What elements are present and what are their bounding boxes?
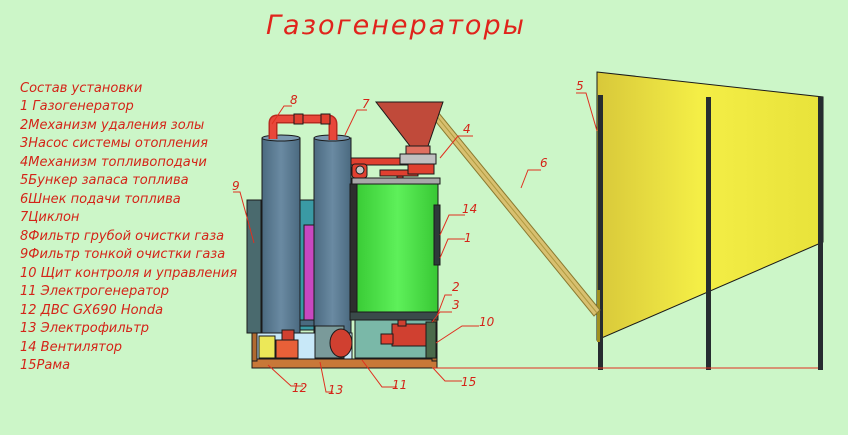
diagram-title: Газогенераторы (266, 10, 526, 41)
fuel-feed-hopper (374, 101, 444, 175)
coarse-gas-filter (261, 134, 352, 336)
legend-item: 6Шнек подачи топлива (20, 192, 181, 207)
legend-item: 7Циклон (20, 210, 80, 225)
legend-item: 9Фильтр тонкой очистки газа (20, 247, 225, 262)
legend-item: 15Рама (20, 358, 70, 373)
legend-heading: Состав установки (20, 81, 142, 96)
legend-item: 1 Газогенератор (20, 99, 134, 114)
callout-14: 14 (462, 202, 477, 216)
callout-3: 3 (452, 298, 460, 312)
callout-2: 2 (452, 280, 460, 294)
legend-item: 10 Щит контроля и управления (20, 266, 237, 281)
callout-15: 15 (461, 375, 476, 389)
callout-9: 9 (232, 179, 240, 193)
callout-5: 5 (576, 79, 584, 93)
engine-generator (256, 325, 353, 360)
callout-leaders (233, 92, 818, 393)
legend-item: 3Насос системы отопления (20, 136, 208, 151)
ash-removal-unit (349, 311, 439, 359)
callout-numbers: 1 2 3 4 5 6 7 8 9 10 11 12 13 14 15 (232, 79, 584, 397)
legend-item: 13 Электрофильтр (20, 321, 149, 336)
legend: Состав установки 1 Газогенератор 2Механи… (20, 81, 237, 373)
callout-6: 6 (540, 156, 548, 170)
callout-1: 1 (464, 231, 472, 245)
legend-item: 11 Электрогенератор (20, 284, 169, 299)
legend-item: 14 Вентилятор (20, 340, 122, 355)
gasifier (349, 177, 441, 315)
callout-8: 8 (290, 93, 298, 107)
legend-item: 12 ДВС GX690 Honda (20, 303, 163, 318)
callout-12: 12 (292, 381, 307, 395)
fuel-bunker (596, 71, 824, 370)
callout-7: 7 (362, 97, 370, 111)
legend-item: 4Механизм топливоподачи (20, 155, 207, 170)
legend-item: 2Механизм удаления золы (20, 118, 204, 133)
legend-item: 5Бункер запаса топлива (20, 173, 189, 188)
callout-10: 10 (479, 315, 495, 329)
callout-11: 11 (392, 378, 407, 392)
legend-item: 8Фильтр грубой очистки газа (20, 229, 224, 244)
callout-13: 13 (328, 383, 343, 397)
callout-4: 4 (463, 122, 471, 136)
